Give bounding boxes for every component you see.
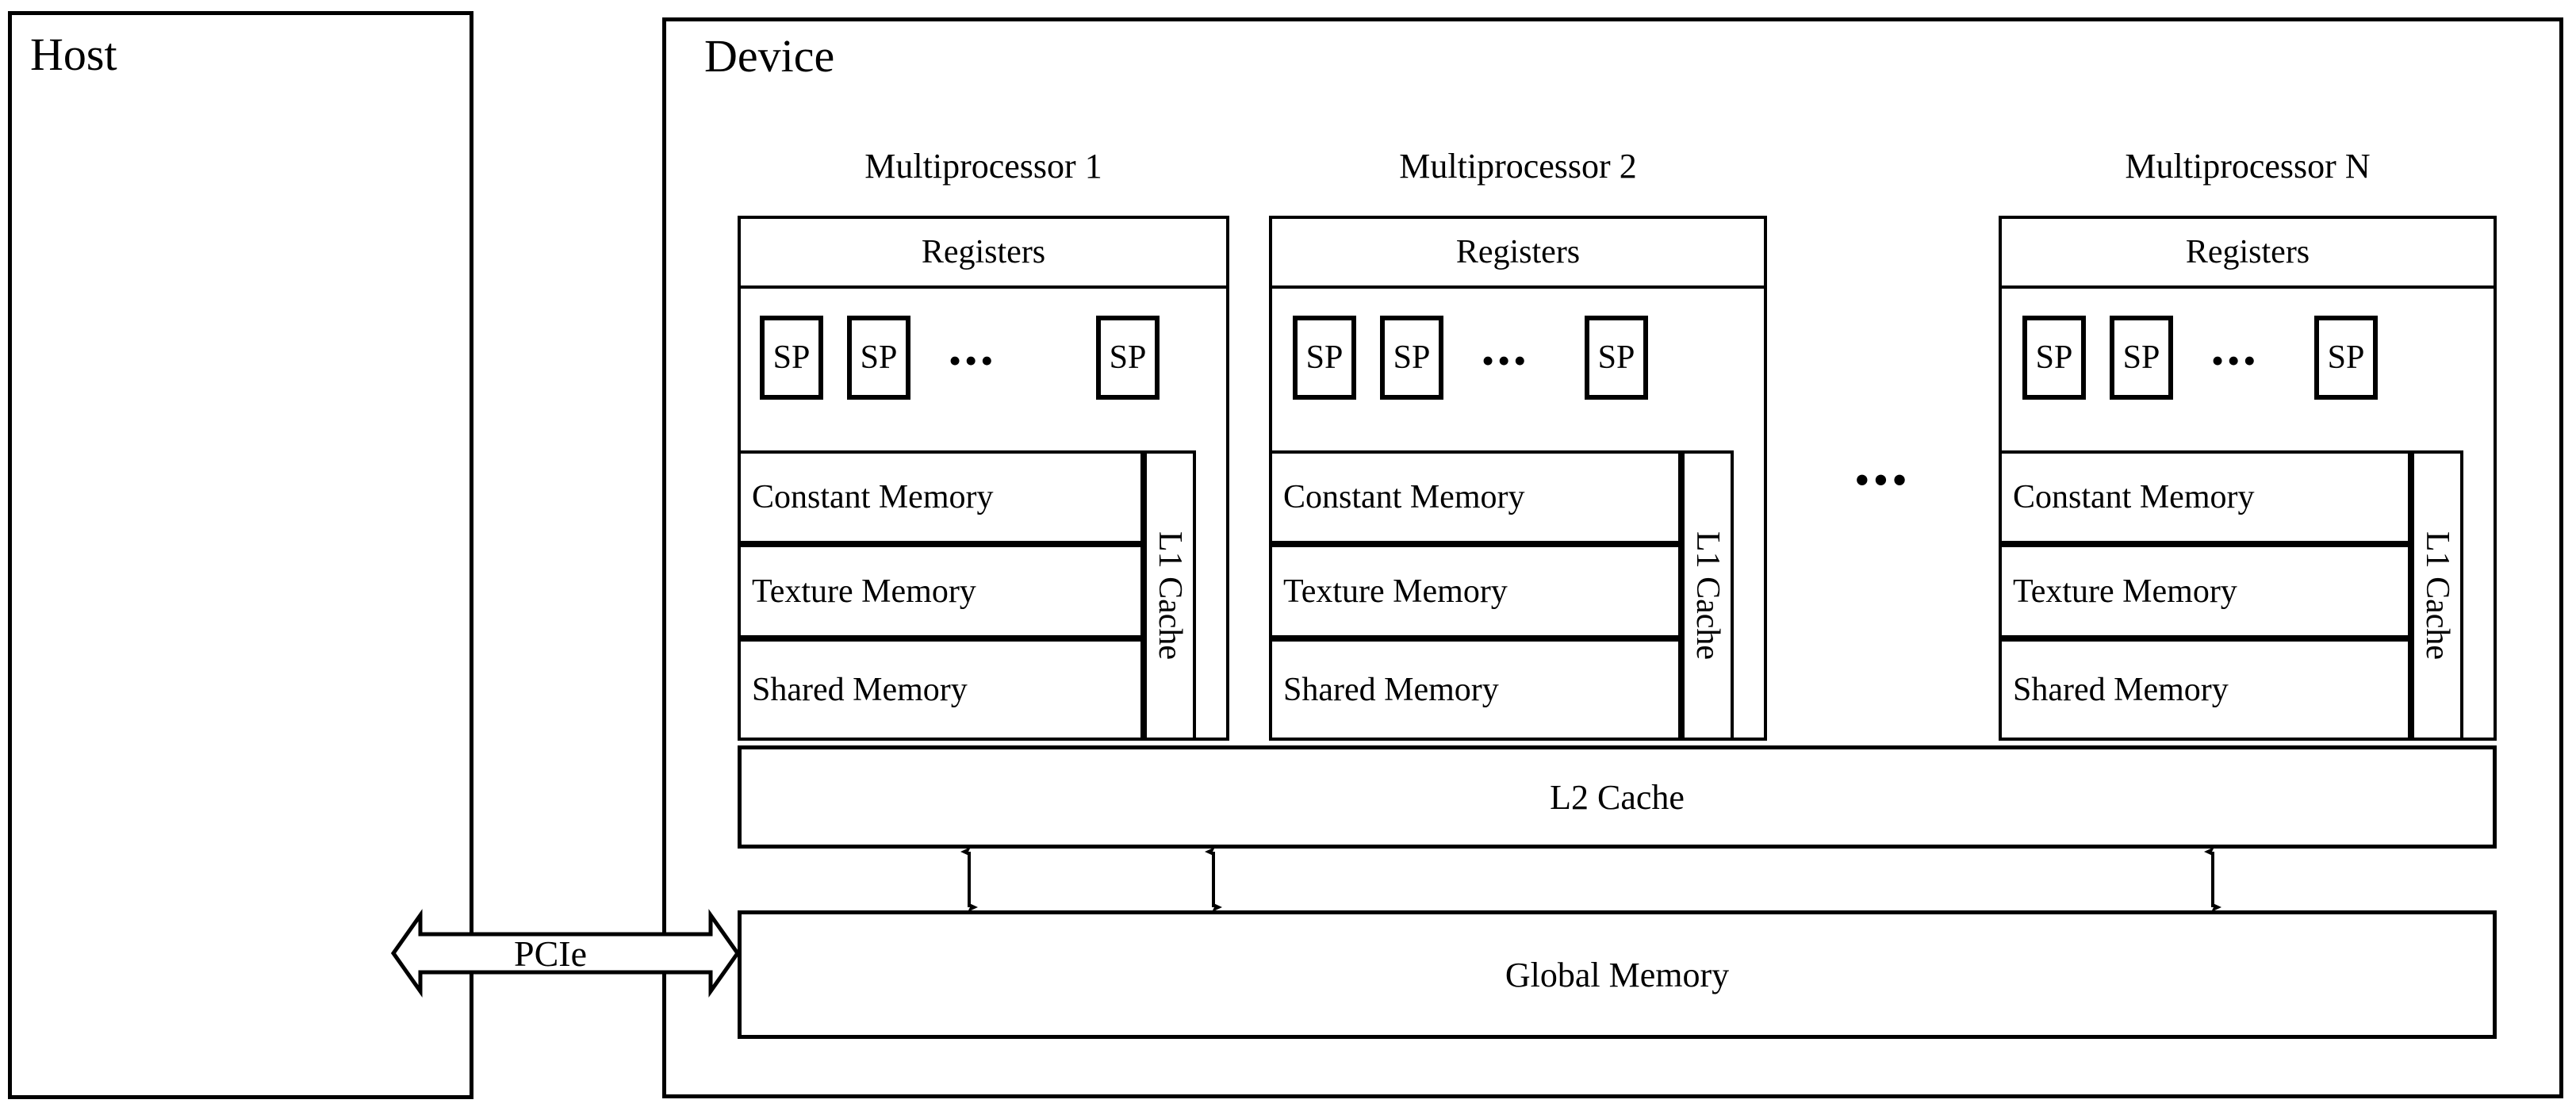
mp2-registers: Registers	[1269, 216, 1767, 289]
device-label: Device	[704, 30, 835, 82]
mp2-constant-memory: Constant Memory	[1269, 450, 1681, 544]
mp1-constant-memory: Constant Memory	[738, 450, 1144, 544]
global-memory-box: Global Memory	[738, 910, 2497, 1039]
mp1-l1-cache-label: L1 Cache	[1152, 531, 1188, 661]
mp1-sp-ellipsis: •••	[949, 340, 997, 381]
mpn-l1-cache-label: L1 Cache	[2419, 531, 2455, 661]
mp1-sp-2: SP	[1096, 316, 1160, 400]
mp1-sp-0: SP	[760, 316, 823, 400]
mpn-sp-ellipsis: •••	[2211, 340, 2260, 381]
mp1-shared-memory: Shared Memory	[738, 638, 1144, 741]
mpn-registers: Registers	[1999, 216, 2497, 289]
pcie-label: PCIe	[514, 933, 587, 974]
mp2-sp-ellipsis: •••	[1482, 340, 1530, 381]
mp2-sp-1: SP	[1380, 316, 1443, 400]
mp2-sp-0: SP	[1293, 316, 1356, 400]
mpn-sp-1: SP	[2110, 316, 2173, 400]
mp2-texture-memory: Texture Memory	[1269, 544, 1681, 638]
mpn-sp-0: SP	[2022, 316, 2086, 400]
mpn-shared-memory: Shared Memory	[1999, 638, 2411, 741]
mpn-sp-2: SP	[2314, 316, 2378, 400]
mp1-l1-cache: L1 Cache	[1144, 450, 1196, 741]
mp2-sp-2: SP	[1585, 316, 1648, 400]
mp2-l1-cache-label: L1 Cache	[1689, 531, 1726, 661]
mp2-shared-memory: Shared Memory	[1269, 638, 1681, 741]
host-label: Host	[30, 29, 117, 80]
mp1-registers: Registers	[738, 216, 1229, 289]
host-box	[8, 11, 473, 1099]
mpn-texture-memory: Texture Memory	[1999, 544, 2411, 638]
mp1-sp-1: SP	[847, 316, 910, 400]
multiprocessor-1-title: Multiprocessor 1	[864, 147, 1102, 186]
mp2-l1-cache: L1 Cache	[1681, 450, 1734, 741]
l2-cache-box: L2 Cache	[738, 745, 2497, 849]
multiprocessor-gap-ellipsis: •••	[1854, 456, 1911, 505]
mpn-l1-cache: L1 Cache	[2411, 450, 2463, 741]
multiprocessor-n-title: Multiprocessor N	[2125, 147, 2371, 186]
multiprocessor-2-title: Multiprocessor 2	[1399, 147, 1637, 186]
mpn-constant-memory: Constant Memory	[1999, 450, 2411, 544]
mp1-texture-memory: Texture Memory	[738, 544, 1144, 638]
